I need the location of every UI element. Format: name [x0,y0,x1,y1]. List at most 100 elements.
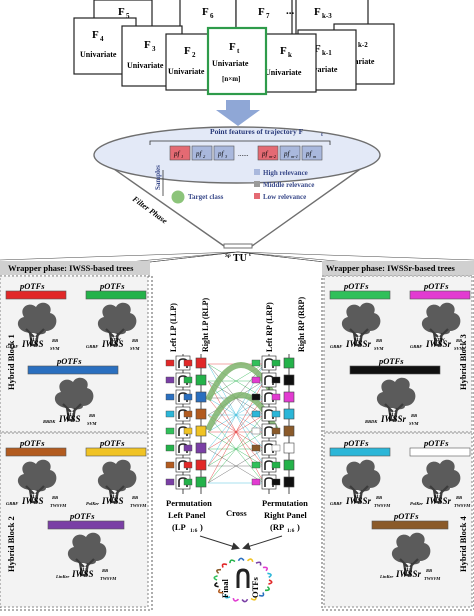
otf-color-tag [271,459,295,471]
tree-kernel: PolKer [410,501,423,506]
card-label: F [202,6,209,18]
card-label: F [118,6,125,18]
card-subscript: 7 [266,12,270,20]
card-label: F [314,43,321,55]
pf-label: pf [173,150,181,158]
tree-prefix: SU [354,337,361,342]
tree-method: IWSSr [395,569,422,579]
card-subscript: 3 [152,45,156,53]
potfs-label: pOTFs [69,511,95,521]
tree-superscript: RB [52,338,58,343]
card-subscript: k [288,51,292,59]
ring-segment [216,568,222,574]
cross-line [207,448,265,484]
tree-method: IWSS [58,414,81,424]
tree-kernel: GRBF [330,344,342,349]
ring-segment [241,598,249,603]
potfs-label: pOTFs [423,281,449,291]
tree-prefix: SU [67,412,74,417]
ring-segment [246,558,254,563]
wrapper-left-header [0,261,150,275]
otf-color-tag [183,357,207,369]
card-subscript: k-2 [358,41,368,49]
potfs-bar [371,520,449,530]
ring-segment [264,586,270,592]
point-features-title: Point features of trajectory F [210,127,304,136]
pf-subscript: m-2 [269,154,277,159]
tree-kernel: GRBF [6,501,18,506]
permutation-right: Permutation [262,498,308,508]
otf-color-tag [271,391,295,403]
tree-kernel: GRBF [330,501,342,506]
pf-label: pf [305,150,313,158]
tree-prefix: SU [389,412,396,417]
target-class-label: Target class [188,193,224,201]
left-panel-close: ) [200,522,203,532]
final-label: Final [220,578,230,598]
potfs-bar [409,290,471,300]
tree-classifier: TWSVM [100,576,117,581]
pf-label: pf [217,150,225,158]
hybrid-block-4-label: Hybrid Block 4 [458,516,468,572]
tree-prefix: SU [30,337,37,342]
card-type: Univariate [127,61,164,70]
card-type: Univariate [80,50,117,59]
otf-color-tag [183,408,207,420]
tree-method: IWSSr [425,339,452,349]
otf-color-tag [183,374,207,386]
left-panel-label: Left Panel [168,510,206,520]
potfs-label: pOTFs [393,511,419,521]
card-label: F [280,45,287,57]
tree-superscript: RB [411,413,417,418]
otf-glyph [251,389,277,405]
down-arrow-icon [216,100,260,126]
hybrid-block-1-label: Hybrid Block 1 [6,334,16,390]
pf-subscript: m [313,154,317,159]
left-rp-label: Left RP (LRP) [265,302,274,352]
card-label: F [184,45,191,57]
potfs-bar [329,447,391,457]
tree-classifier: TWSVM [454,503,471,508]
final-otf-glyph [236,568,250,588]
tree-prefix: SU [30,494,37,499]
ring-segment [250,596,257,601]
card-label: F [314,6,321,18]
potfs-label: pOTFs [56,356,82,366]
right-panel-abbr: (RP [270,522,284,532]
potfs-label: pOTFs [19,281,45,291]
potfs-label: pOTFs [343,281,369,291]
tree-prefix: SU [80,567,87,572]
pf-ellipsis: ...... [238,150,249,158]
wrapper-right-header [322,261,474,275]
sptu-superscript: t [249,252,251,258]
card-subscript: t [237,47,240,55]
pf-cell: ...... [238,150,249,158]
otf-color-tag [271,476,295,488]
tree-kernel: RBDK [43,419,56,424]
card-type: Univariate [265,68,302,77]
tree-method: IWSSr [345,496,372,506]
potfs-bar [409,447,471,457]
wrapper-left-title: Wrapper phase: IWSS-based trees [8,263,134,273]
tree-method: IWSS [71,569,94,579]
card-fk: F k Univariate [261,33,317,93]
sptu-prefix: Sp [225,253,231,259]
otf-glyph [165,406,191,422]
pf-subscript: 2 [203,154,206,159]
permutation-left: Permutation [166,498,212,508]
potfs-label: pOTFs [19,438,45,448]
tree-superscript: RB [456,495,462,500]
cross-label: Cross [226,508,247,518]
tree-method: IWSS [101,339,124,349]
ring-segment [218,588,224,594]
left-panel-range: 1:6 [190,528,198,534]
